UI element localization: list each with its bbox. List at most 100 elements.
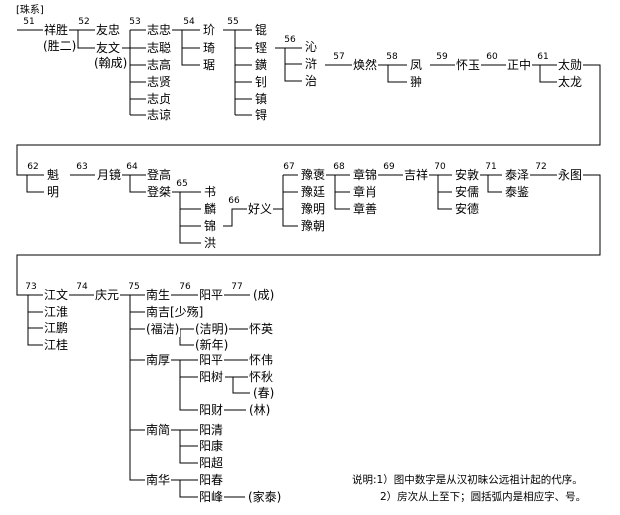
generation-number: 70: [434, 162, 446, 172]
connector-line: [179, 329, 194, 346]
person-name: 锦: [203, 218, 218, 234]
person-name: 阳平: [198, 287, 225, 303]
person-name: 登桀: [146, 184, 173, 200]
generation-number: 66: [228, 196, 240, 206]
person-name: 江淮: [43, 304, 70, 320]
person-name: 铿: [254, 40, 269, 56]
note-line-2: 2）房次从上至下；圆括弧内是相应字、号。: [380, 491, 587, 503]
person-name: 锟: [254, 22, 269, 38]
generation-number: 56: [284, 35, 296, 45]
connector-line: [487, 175, 502, 193]
person-name: 阳清: [198, 422, 225, 438]
person-name: 豫朝: [300, 218, 327, 234]
connector-line: [282, 175, 298, 227]
person-name: 庆元: [94, 287, 121, 303]
connector-line: [284, 48, 302, 82]
branch-label: [珠系]: [16, 5, 44, 16]
generation-number: 62: [27, 162, 39, 172]
generation-number: 72: [535, 162, 547, 172]
person-name: 好义: [247, 201, 274, 217]
generation-number: 59: [436, 52, 448, 62]
connector-line: [179, 480, 198, 498]
person-name: 书: [203, 184, 218, 200]
person-name: 阳超: [198, 455, 225, 471]
connector-line: [334, 175, 350, 210]
person-name: 月镜: [96, 167, 123, 183]
connector-line: [179, 360, 198, 411]
person-name: 永图: [557, 167, 584, 183]
connector-line: [16, 64, 601, 176]
person-name: 怀伟: [248, 352, 275, 368]
person-name: 玠: [202, 22, 217, 38]
person-name: 焕然: [352, 57, 379, 73]
person-name: 阳财: [198, 402, 225, 418]
person-name: 友忠: [95, 22, 122, 38]
person-name: 章肖: [352, 184, 379, 200]
connector-line: [26, 175, 44, 193]
person-name: 吉祥: [403, 167, 430, 183]
connector-line: [179, 192, 201, 244]
person-name: 豫廷: [300, 184, 327, 200]
person-name: 友文: [95, 40, 122, 56]
person-name: 祥胜: [43, 22, 70, 38]
connector-line: [223, 208, 247, 227]
person-name: (林): [248, 402, 272, 418]
generation-number: 76: [179, 282, 191, 292]
person-name: 镇: [254, 91, 269, 107]
person-name: 阳树: [198, 369, 225, 385]
person-name: (翰成): [93, 55, 129, 71]
person-name: 章锦: [352, 167, 379, 183]
person-name: 泰泽: [504, 167, 531, 183]
person-name: 钊: [254, 74, 269, 90]
person-name: 沁: [304, 39, 319, 55]
generation-number: 54: [183, 17, 195, 27]
generation-number: 74: [76, 282, 88, 292]
person-name: 泰鉴: [504, 184, 531, 200]
person-name: 南华: [145, 472, 172, 488]
person-name: 怀玉: [455, 57, 482, 73]
person-name: 怀秋: [248, 369, 275, 385]
person-name: 安敦: [454, 167, 481, 183]
person-name: 正中: [506, 57, 533, 73]
person-name: 魁: [46, 167, 61, 183]
person-name: 志高: [146, 57, 173, 73]
generation-number: 52: [78, 17, 90, 27]
person-name: (春): [252, 385, 276, 401]
generation-number: 51: [23, 17, 35, 27]
person-name: (新年): [194, 337, 230, 353]
connector-line: [179, 430, 198, 464]
person-name: 锝: [254, 107, 269, 123]
person-name: 南厚: [145, 352, 172, 368]
person-name: 南简: [145, 422, 172, 438]
generation-number: 58: [386, 52, 398, 62]
generation-number: 77: [231, 282, 243, 292]
person-name: 南吉[少殇]: [145, 304, 205, 320]
generation-number: 73: [25, 282, 37, 292]
person-name: 豫明: [300, 201, 327, 217]
connector-line: [539, 65, 557, 83]
person-name: (家泰): [247, 489, 283, 505]
generation-number: 75: [128, 282, 140, 292]
generation-number: 55: [227, 17, 239, 27]
connector-line: [16, 174, 601, 296]
person-name: 阳峰: [198, 489, 225, 505]
person-name: 志贤: [146, 74, 173, 90]
person-name: 琚: [202, 57, 217, 73]
person-name: 志聪: [146, 40, 173, 56]
connector-line: [181, 30, 200, 66]
person-name: 麟: [203, 201, 218, 217]
person-name: (成): [252, 287, 276, 303]
generation-number: 71: [485, 162, 497, 172]
connector-line: [387, 65, 407, 83]
person-name: (福洁): [145, 321, 181, 337]
person-name: 志谅: [146, 107, 173, 123]
person-name: 浒: [304, 56, 319, 72]
generation-number: 60: [486, 52, 498, 62]
person-name: 琦: [202, 40, 217, 56]
person-name: 明: [46, 184, 61, 200]
person-name: 阳康: [198, 438, 225, 454]
person-name: 鐄: [254, 57, 269, 73]
person-name: 太勋: [557, 57, 584, 73]
connector-line: [437, 175, 452, 210]
